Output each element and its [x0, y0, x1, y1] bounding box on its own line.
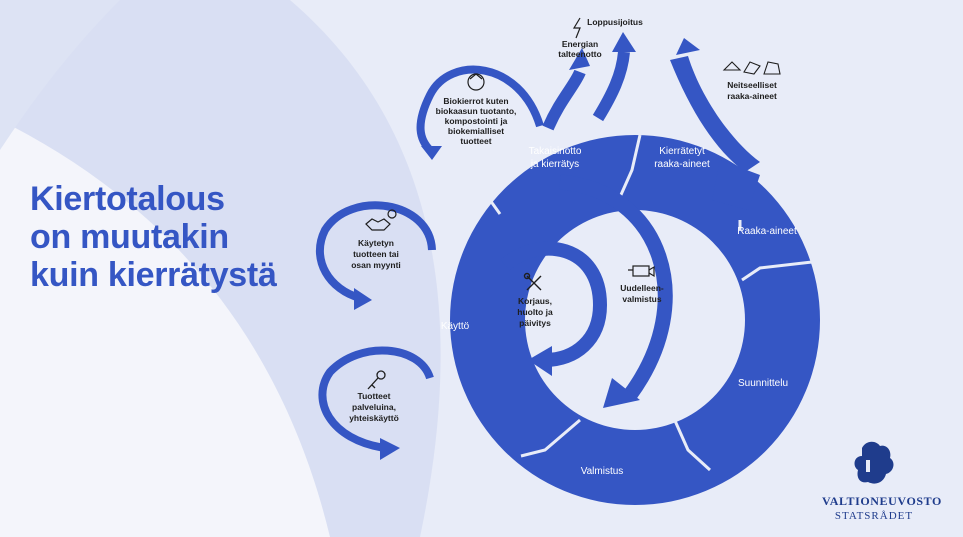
lion-crest-icon	[854, 441, 894, 484]
tuotteet-loop	[318, 346, 434, 452]
background-sweep-top	[0, 0, 120, 150]
logo-line-1: VALTIONEUVOSTO	[822, 494, 942, 508]
energia-arrow	[542, 69, 586, 131]
tuotteet-arrowhead	[380, 438, 400, 460]
wrench-icon	[523, 272, 542, 291]
ring-band	[450, 135, 820, 505]
government-logo: VALTIONEUVOSTO STATSRÅDET	[822, 436, 942, 522]
label-kaytto: Käyttö	[441, 321, 470, 332]
energia-arrowhead	[569, 48, 590, 70]
biokierrot-arrowhead	[421, 146, 442, 160]
headline: Kiertotalous on muutakin kuin kierrätyst…	[30, 180, 277, 294]
raw-materials-icon	[722, 61, 781, 75]
headline-line: Kiertotalous	[30, 180, 225, 218]
ring-gap-top-right	[712, 160, 760, 210]
uudelleen-arrowhead	[603, 378, 640, 408]
kaytetyn-arrowhead	[354, 288, 372, 310]
korjaus-arrowhead	[528, 346, 552, 376]
label-loppusijoitus: Loppusijoitus	[587, 17, 643, 27]
label-raaka-aineet: Raaka-aineet	[737, 226, 797, 237]
loppusijoitus-arrowhead	[612, 32, 636, 52]
label-valmistus: Valmistus	[581, 466, 624, 477]
key-icon	[367, 370, 386, 390]
korjaus-arrow-path	[500, 241, 608, 367]
lightning-icon	[572, 17, 581, 39]
biokierrot-loop	[416, 65, 544, 153]
recycle-icon	[467, 73, 485, 91]
ring-separators	[461, 134, 813, 472]
background-sweep-light	[0, 120, 330, 537]
label-uudelleen: Uudelleen-valmistus	[620, 283, 664, 304]
logo-line-2: STATSRÅDET	[834, 510, 914, 522]
headline-line: on muutakin	[30, 218, 229, 256]
kaytetyn-loop	[316, 201, 436, 302]
label-suunnittelu: Suunnittelu	[738, 378, 788, 389]
loppusijoitus-arrow	[592, 51, 630, 122]
main-ring	[450, 134, 820, 505]
headline-line: kuin kierrätystä	[30, 256, 277, 294]
engine-icon	[628, 265, 655, 278]
neitseelliset-arrowhead	[676, 38, 700, 55]
neitseelliset-ribbon	[670, 56, 760, 172]
handshake-icon	[365, 209, 397, 231]
uudelleen-arrow-path	[559, 174, 673, 400]
